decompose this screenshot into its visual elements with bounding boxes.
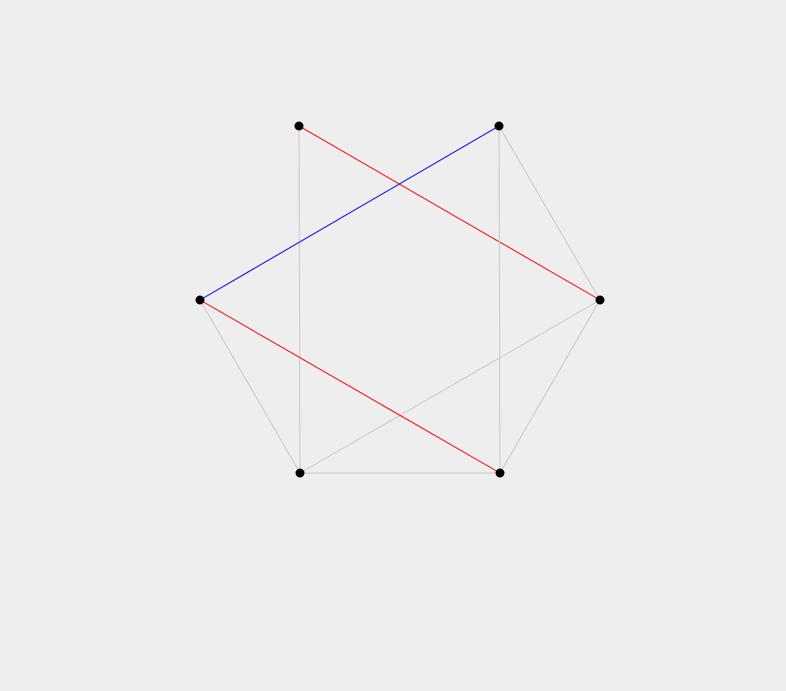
node-n2[interactable] — [494, 121, 504, 131]
edge-n1-n3 — [298, 125, 601, 301]
nodes-layer — [195, 121, 605, 478]
edges-layer — [199, 125, 601, 474]
edge-n2-n3 — [498, 125, 601, 301]
node-n3[interactable] — [595, 295, 605, 305]
node-n5[interactable] — [295, 468, 305, 478]
edge-n2-n6 — [199, 125, 500, 301]
edge-n3-n5 — [299, 299, 601, 474]
edge-n1-n5 — [298, 125, 301, 474]
node-n4[interactable] — [495, 468, 505, 478]
edge-n4-n6 — [199, 299, 501, 474]
node-n1[interactable] — [294, 121, 304, 131]
edge-n2-n4 — [498, 125, 501, 474]
edge-n5-n6 — [199, 299, 301, 474]
edge-n3-n4 — [499, 299, 601, 474]
node-n6[interactable] — [195, 295, 205, 305]
